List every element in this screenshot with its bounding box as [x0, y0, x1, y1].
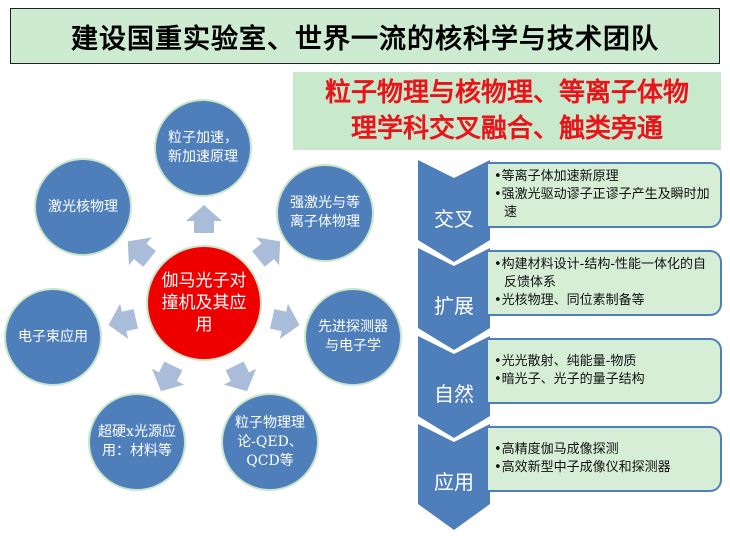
arrow-icon — [223, 361, 257, 392]
chevron-3 — [418, 336, 490, 438]
hub-node-laser-nuclear: 激光核物理 — [34, 158, 132, 256]
page-title: 建设国重实验室、世界一流的核科学与技术团队 — [10, 8, 720, 64]
subtitle-line-1: 粒子物理与核物理、等离子体物 — [324, 78, 689, 108]
step-label-nature: 自然 — [434, 382, 474, 406]
hub-node-detector: 先进探测器与电子学 — [304, 288, 402, 386]
arrow-icon — [269, 303, 300, 339]
chevron-2 — [418, 248, 490, 350]
step-item: •高精度伽马成像探测 — [494, 442, 619, 457]
step-item: •光核物理、同位素制备等 — [494, 293, 645, 308]
arrow-icon — [186, 205, 222, 233]
arrow-icon — [127, 237, 156, 267]
chevron-4 — [418, 424, 490, 530]
hub-node-laser-plasma: 强激光与等离子体物理 — [276, 164, 374, 262]
step-item: •光光散射、纯能量-物质 — [494, 354, 637, 369]
step-item: •高效新型中子成像仪和探测器 — [494, 460, 671, 475]
arrow-icon — [151, 361, 185, 392]
subtitle: 粒子物理与核物理、等离子体物 理学科交叉融合、触类旁通 — [293, 72, 721, 150]
step-item: •等离子体加速新原理 — [494, 169, 619, 184]
subtitle-line-2: 理学科交叉融合、触类旁通 — [350, 114, 663, 144]
chevron-1 — [418, 160, 490, 262]
step-label-extend: 扩展 — [434, 294, 474, 318]
arrow-icon — [252, 237, 281, 267]
step-box-application: •高精度伽马成像探测 •高效新型中子成像仪和探测器 — [488, 426, 722, 492]
step-box-extend: •构建材料设计-结构-性能一体化的自反馈体系 •光核物理、同位素制备等 — [488, 250, 722, 316]
step-label-cross: 交叉 — [434, 207, 474, 231]
hub-node-xray: 超硬x光源应用：材料等 — [88, 393, 186, 491]
hub-arrows — [108, 205, 300, 392]
step-item: •暗光子、光子的量子结构 — [494, 372, 645, 387]
step-label-application: 应用 — [434, 470, 474, 494]
step-box-cross: •等离子体加速新原理 •强激光驱动谬子正谬子产生及瞬时加速 — [488, 162, 722, 228]
arrow-icon — [108, 303, 139, 339]
hub-center: 伽马光子对撞机及其应用 — [146, 245, 262, 361]
hub-node-theory: 粒子物理理论-QED、QCD等 — [221, 393, 319, 491]
hub-node-accelerator: 粒子加速，新加速原理 — [154, 99, 252, 197]
step-box-nature: •光光散射、纯能量-物质 •暗光子、光子的量子结构 — [488, 338, 722, 404]
step-item: •构建材料设计-结构-性能一体化的自反馈体系 — [494, 257, 707, 290]
step-item: •强激光驱动谬子正谬子产生及瞬时加速 — [494, 187, 710, 220]
hub-node-electron-beam: 电子束应用 — [4, 288, 102, 386]
